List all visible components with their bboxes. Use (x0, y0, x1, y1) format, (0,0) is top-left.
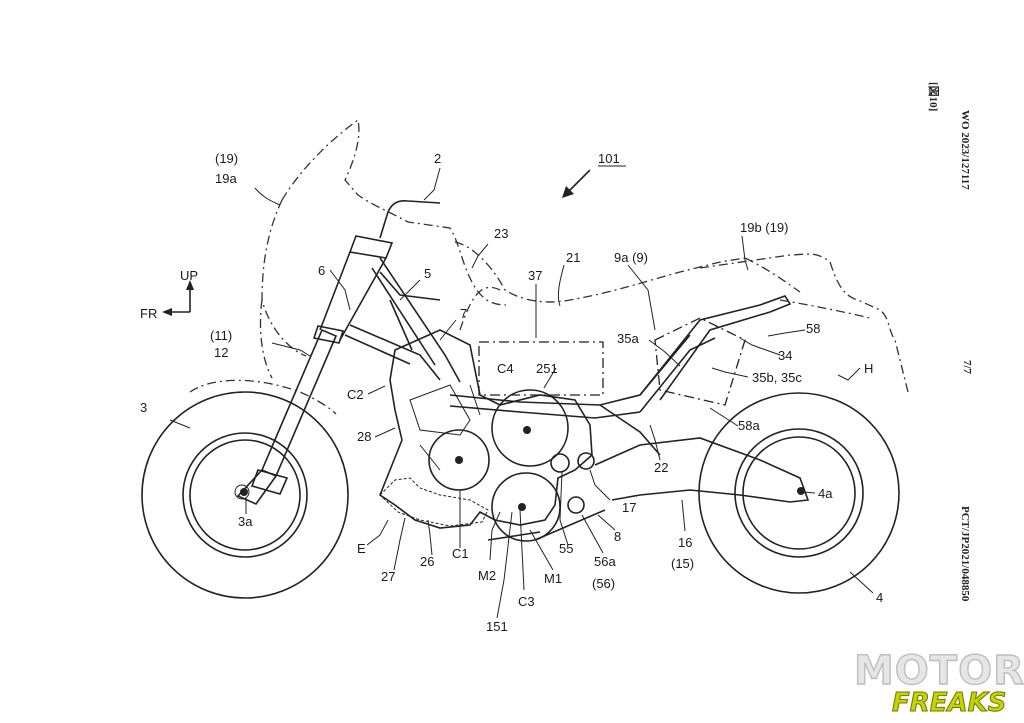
label-E: E (357, 541, 366, 556)
front-wheel (142, 392, 348, 598)
label-17: 17 (622, 500, 636, 515)
label-58a: 58a (738, 418, 760, 433)
front-fork (235, 236, 392, 504)
label-19-top: (19) (215, 151, 238, 166)
page-number: 7/7 (961, 360, 973, 375)
label-C4: C4 (497, 361, 514, 376)
label-35a: 35a (617, 331, 639, 346)
label-4a: 4a (818, 486, 833, 501)
label-11: (11) (210, 328, 232, 343)
h-arrow (838, 368, 860, 380)
label-M2: M2 (478, 568, 496, 583)
leader-lines (170, 168, 873, 618)
label-26: 26 (420, 554, 434, 569)
label-37: 37 (528, 268, 542, 283)
gear-56a (568, 497, 584, 513)
motor-M1 (492, 473, 560, 541)
pulley-C1 (429, 430, 489, 490)
label-up: UP (180, 268, 198, 283)
logo-line-motor: MOTOR (854, 651, 1024, 691)
label-M1: M1 (544, 571, 562, 586)
crankcase-E (380, 478, 488, 526)
label-12: 12 (214, 345, 228, 360)
label-3a: 3a (238, 514, 253, 529)
handlebar (380, 201, 440, 238)
label-56a: 56a (594, 554, 616, 569)
label-16: 16 (678, 535, 692, 550)
label-151: 151 (486, 619, 508, 634)
direction-indicator (162, 280, 194, 316)
figure-number: [図10] (927, 82, 941, 111)
label-H: H (864, 361, 873, 376)
label-19b: 19b (19) (740, 220, 788, 235)
label-8: 8 (614, 529, 621, 544)
label-6: 6 (318, 263, 325, 278)
label-34: 34 (778, 348, 792, 363)
label-28: 28 (357, 429, 371, 444)
label-C2: C2 (347, 387, 364, 402)
engine-housing (380, 330, 592, 528)
label-19a: 19a (215, 171, 237, 186)
label-C1: C1 (452, 546, 469, 561)
label-C3: C3 (518, 594, 535, 609)
label-21: 21 (566, 250, 580, 265)
label-58: 58 (806, 321, 820, 336)
label-27: 27 (381, 569, 395, 584)
label-22: 22 (654, 460, 668, 475)
rear-wheel (699, 393, 899, 593)
label-101: 101 (598, 151, 620, 166)
application-number: PCT/JP2021/048850 (959, 506, 971, 602)
label-5: 5 (424, 266, 431, 281)
label-35bc: 35b, 35c (752, 370, 802, 385)
label-fr: FR (140, 306, 157, 321)
doc-number: WO 2023/127117 (959, 110, 971, 190)
label-3: 3 (140, 400, 147, 415)
label-23: 23 (494, 226, 508, 241)
motorfreaks-logo: MOTOR FREAKS (848, 651, 1018, 721)
label-2: 2 (434, 151, 441, 166)
label-251: 251 (536, 361, 558, 376)
label-55: 55 (559, 541, 573, 556)
gear-55 (551, 454, 569, 472)
label-15: (15) (671, 556, 694, 571)
label-7: 7 (460, 306, 467, 321)
label-4: 4 (876, 590, 883, 605)
fuel-tank (455, 242, 745, 330)
label-9a: 9a (9) (614, 250, 648, 265)
logo-line-freaks: FREAKS (892, 689, 1007, 717)
label-56: (56) (592, 576, 615, 591)
